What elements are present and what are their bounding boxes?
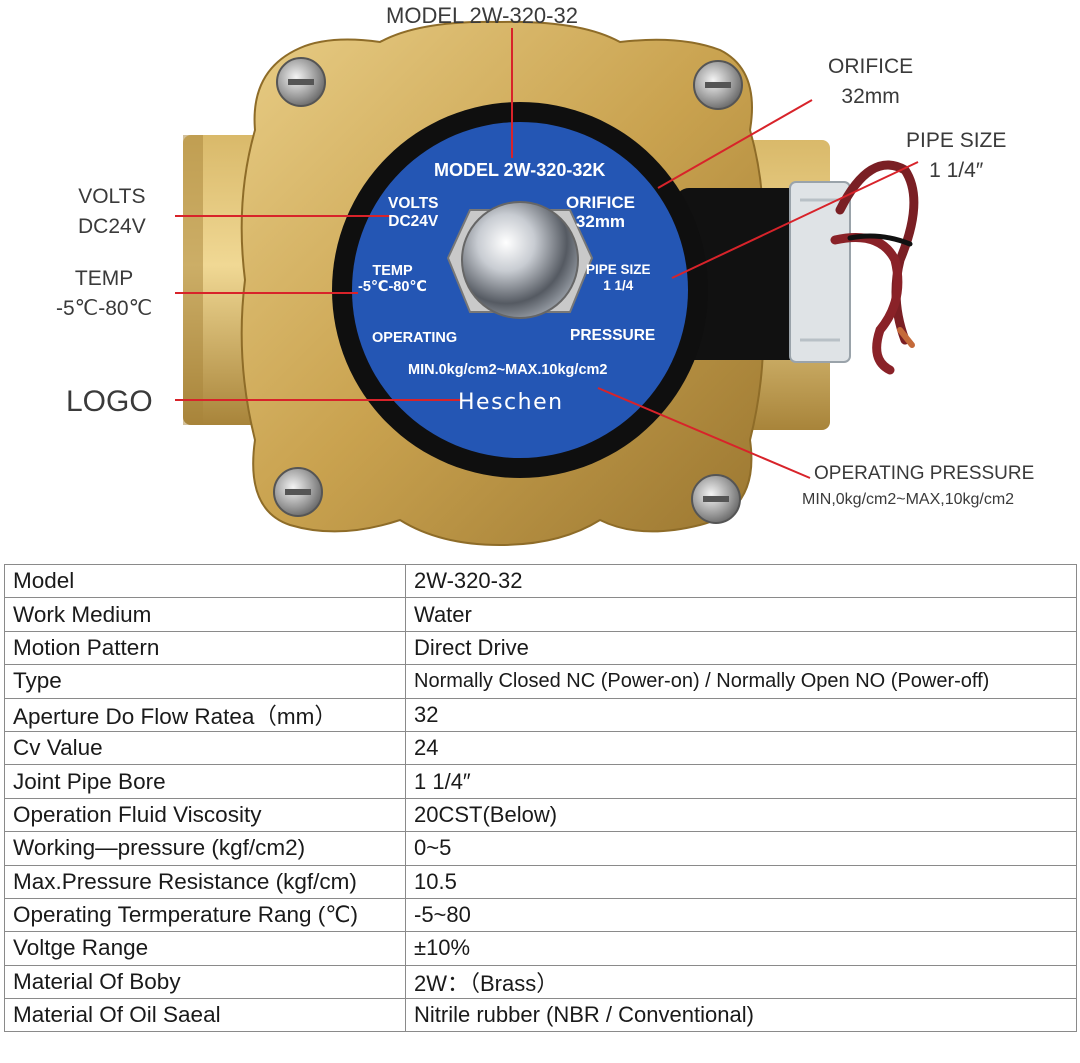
spec-value: 1 1/4″ (405, 764, 1077, 799)
plate-temp-label: TEMP (372, 263, 413, 279)
spec-label: Work Medium (4, 597, 406, 632)
spec-row: Operating Termperature Rang (℃)-5~80 (4, 897, 1077, 933)
callout-pipe-size-title: PIPE SIZE (906, 129, 1007, 152)
spec-label: Operating Termperature Rang (℃) (4, 897, 406, 933)
plate-volts: VOLTS DC24V (388, 195, 439, 231)
callout-temp: TEMP -5℃-80℃ (56, 264, 152, 325)
callout-volts-title: VOLTS (78, 185, 146, 208)
callout-temp-value: -5℃-80℃ (56, 297, 153, 321)
valve-illustration (175, 20, 919, 547)
spec-row: Working—pressure (kgf/cm2)0~5 (4, 831, 1077, 866)
spec-value: Direct Drive (405, 630, 1077, 666)
spec-row: Aperture Do Flow Ratea（mm）32 (4, 697, 1077, 732)
spec-label: Operation Fluid Viscosity (4, 797, 406, 833)
spec-label: Model (4, 563, 406, 599)
screw-icon (273, 467, 323, 517)
callout-pipe-size: PIPE SIZE 1 1/4″ (906, 126, 1006, 187)
spec-value: 20CST(Below) (405, 797, 1077, 833)
spec-value: ±10% (405, 931, 1077, 966)
callout-temp-title: TEMP (74, 267, 134, 290)
callout-pipe-size-value: 1 1/4″ (929, 159, 984, 183)
spec-value: -5~80 (405, 897, 1077, 933)
plate-orifice-value: 32mm (575, 211, 626, 231)
plate-model: MODEL 2W-320-32K (434, 160, 606, 180)
plate-pressure: PRESSURE (570, 327, 656, 344)
spec-value: 24 (405, 730, 1077, 766)
plate-pipe-size: PIPE SIZE 1 1/4 (586, 262, 651, 293)
spec-label: Type (4, 664, 406, 699)
spec-label: Voltge Range (4, 931, 406, 966)
callout-operating-pressure-title: OPERATING PRESSURE (814, 463, 1035, 484)
screw-icon (276, 57, 326, 107)
spec-value: 10.5 (405, 864, 1077, 899)
spec-label: Cv Value (4, 730, 406, 766)
spec-value: 2W：（Brass） (405, 964, 1077, 1000)
spec-row: Voltge Range±10% (4, 931, 1077, 966)
plate-pipe-size-value: 1 1/4 (603, 277, 634, 293)
spec-label: Motion Pattern (4, 630, 406, 666)
screw-icon (693, 60, 743, 110)
callout-orifice-value: 32mm (841, 85, 900, 109)
plate-orifice: ORIFICE 32mm (566, 193, 635, 231)
spec-label: Working—pressure (kgf/cm2) (4, 831, 406, 866)
spec-value: 32 (405, 697, 1077, 732)
screw-icon (691, 474, 741, 524)
plate-brand: Heschen (458, 390, 564, 415)
callout-volts-value: DC24V (78, 215, 146, 239)
spec-label: Material Of Oil Saeal (4, 998, 406, 1033)
spec-value: 2W-320-32 (405, 563, 1077, 599)
callout-orifice-title: ORIFICE (828, 55, 914, 78)
spec-value: 0~5 (405, 831, 1077, 866)
callout-orifice: ORIFICE 32mm (828, 52, 913, 113)
product-figure: MODEL 2W-320-32K VOLTS DC24V ORIFICE 32m… (56, 3, 1034, 547)
dome-cap (461, 201, 579, 319)
plate-temp: TEMP -5℃-80℃ (358, 263, 427, 296)
callout-model: MODEL 2W-320-32 (386, 3, 578, 28)
callout-operating-pressure-value: MIN,0kg/cm2~MAX,10kg/cm2 (802, 490, 1015, 508)
plate-volts-value: DC24V (388, 212, 439, 230)
plate-pipe-size-label: PIPE SIZE (586, 262, 651, 277)
wire-icon (830, 160, 919, 375)
label-plate (332, 102, 708, 478)
spec-label: Joint Pipe Bore (4, 764, 406, 799)
spec-label: Aperture Do Flow Ratea（mm） (4, 697, 406, 732)
plate-volts-label: VOLTS (388, 195, 439, 212)
spec-row: Max.Pressure Resistance (kgf/cm)10.5 (4, 864, 1077, 899)
callout-logo: LOGO (66, 385, 153, 418)
callout-lines (175, 28, 919, 479)
plate-temp-value: -5℃-80℃ (358, 278, 427, 295)
callout-volts: VOLTS DC24V (78, 182, 146, 243)
spec-label: Max.Pressure Resistance (kgf/cm) (4, 864, 406, 899)
plate-orifice-label: ORIFICE (566, 193, 635, 212)
spec-value: Normally Closed NC (Power-on) / Normally… (405, 664, 1077, 699)
plate-pressure-range: MIN.0kg/cm2~MAX.10kg/cm2 (408, 362, 608, 378)
spec-label: Material Of Boby (4, 964, 406, 1000)
plate-operating: OPERATING (372, 330, 458, 346)
callout-operating-pressure: OPERATING PRESSURE MIN,0kg/cm2~MAX,10kg/… (802, 460, 1034, 511)
spec-value: Water (405, 597, 1077, 632)
spec-value: Nitrile rubber (NBR / Conventional) (405, 998, 1077, 1033)
